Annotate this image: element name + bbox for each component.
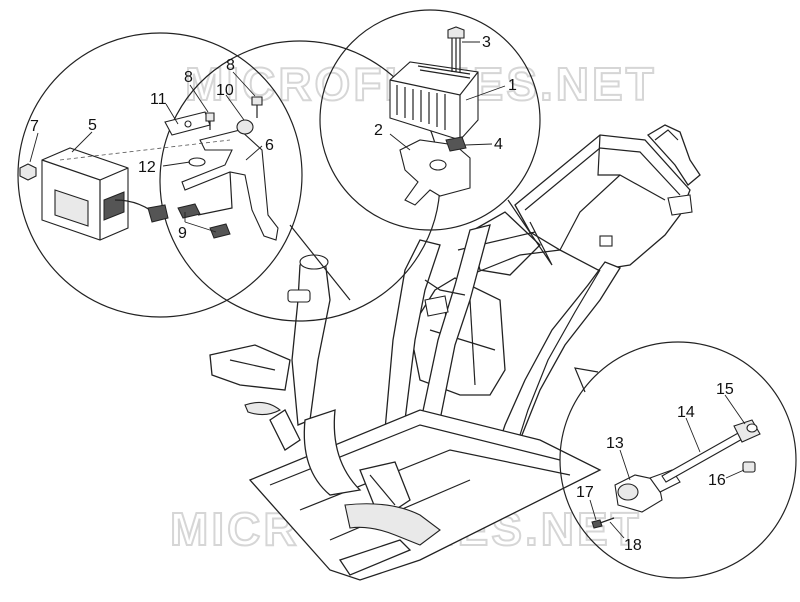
callout-6: 6 [265, 137, 274, 154]
voltage-regulator-icon [389, 61, 479, 141]
ecu-detail-group [17, 32, 441, 322]
callout-18: 18 [624, 537, 642, 554]
lock-detail-group [559, 341, 797, 579]
callout-10: 10 [216, 82, 234, 99]
callout-9: 9 [178, 225, 187, 242]
callout-4: 4 [494, 136, 503, 153]
callout-17: 17 [576, 484, 594, 501]
ecu-module-icon [41, 147, 129, 241]
scooter-frame-icon [209, 124, 701, 581]
callout-13: 13 [606, 435, 624, 452]
regulator-detail-group [319, 9, 553, 266]
leader-lines [29, 41, 746, 539]
detail-circle-ecu [17, 32, 303, 318]
callout-7: 7 [30, 118, 39, 135]
callout-5: 5 [88, 117, 97, 134]
callout-labels: 7 5 11 8 8 10 12 6 9 1 3 2 4 13 14 15 16… [30, 34, 734, 554]
callout-1: 1 [508, 77, 517, 94]
callout-11: 11 [150, 91, 167, 108]
callout-8b: 8 [226, 57, 235, 74]
detail-circle-lock [559, 341, 797, 579]
callout-14: 14 [677, 404, 695, 421]
callout-16: 16 [708, 472, 726, 489]
detail-circle-regulator [319, 9, 541, 231]
callout-3: 3 [482, 34, 491, 51]
callout-2: 2 [374, 122, 383, 139]
callout-8a: 8 [184, 69, 193, 86]
callout-15: 15 [716, 381, 734, 398]
callout-12: 12 [138, 159, 156, 176]
